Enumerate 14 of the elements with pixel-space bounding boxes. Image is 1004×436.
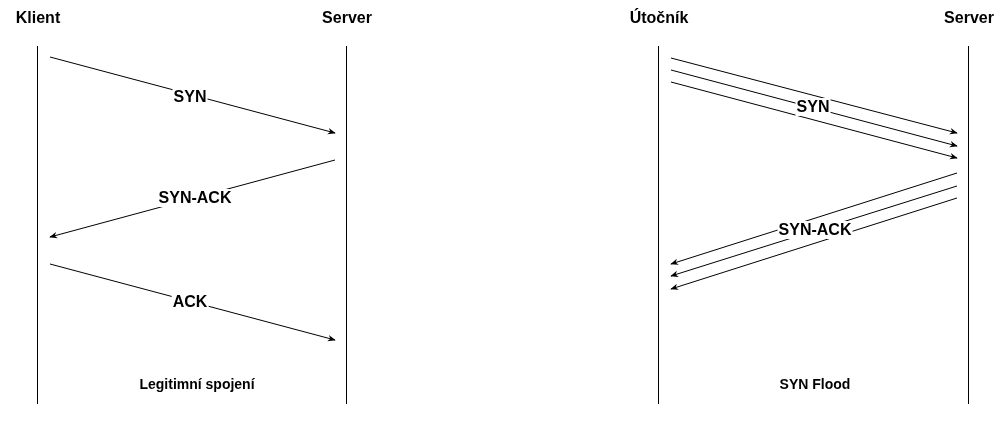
edge-label: SYN-ACK: [777, 221, 853, 239]
lifeline-title: Server: [321, 8, 373, 28]
edge-label: SYN: [795, 98, 831, 116]
message-arrow: [670, 172, 958, 265]
lifeline-title: Server: [943, 8, 995, 28]
message-arrow: [670, 81, 958, 160]
diagram-caption: Legitimní spojení: [139, 376, 255, 392]
message-arrow: [670, 197, 958, 290]
lifeline-title: Klient: [14, 8, 62, 28]
edge-label: SYN-ACK: [157, 189, 233, 207]
diagram-caption: SYN Flood: [779, 376, 851, 392]
message-arrow: [670, 57, 958, 135]
lifeline-title: Útočník: [628, 8, 690, 28]
message-arrow: [49, 56, 336, 135]
